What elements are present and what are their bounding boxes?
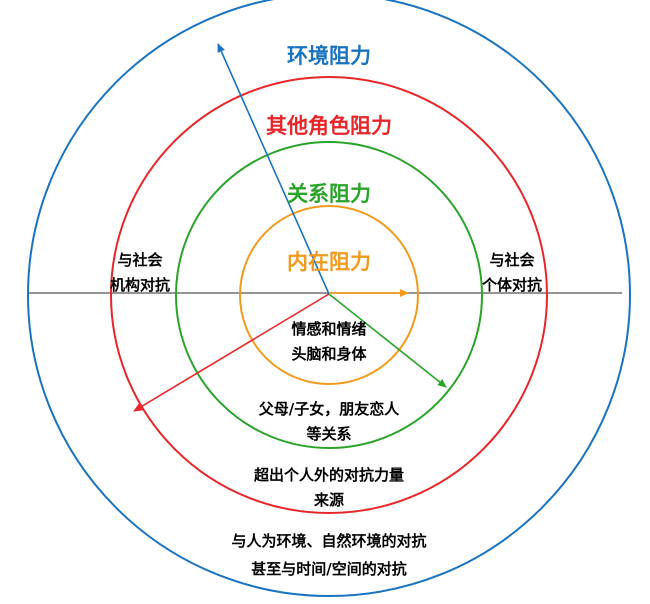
social-description-line2: 来源 [313, 491, 344, 509]
relation-description-line1: 父母/子女，朋友恋人 [258, 400, 400, 418]
right-side-line1: 与社会 [489, 251, 535, 269]
relation-ring-title: 关系阻力 [287, 182, 371, 206]
outer-ring-environment [27, 0, 631, 597]
outer-description-line1: 与人为环境、自然环境的对抗 [231, 532, 427, 550]
inner-ring-title: 内在阻力 [287, 250, 371, 274]
inner-description-line2: 头脑和身体 [291, 345, 367, 363]
outer-description-line2: 甚至与时间/空间的对抗 [251, 560, 407, 578]
outer-ring-title: 环境阻力 [287, 44, 371, 68]
radius-arrow-social [133, 293, 330, 412]
relation-description: 父母/子女，朋友恋人 等关系 [199, 397, 459, 447]
right-side-line2: 个体对抗 [481, 276, 542, 294]
radius-arrow-outer [217, 43, 330, 295]
left-side-label: 与社会 机构对抗 [80, 248, 200, 298]
relation-description-line2: 等关系 [306, 425, 352, 443]
inner-description: 情感和情绪 头脑和身体 [229, 317, 429, 367]
social-description-line1: 超出个人外的对抗力量 [253, 466, 404, 484]
social-description: 超出个人外的对抗力量 来源 [179, 463, 479, 513]
outer-description: 与人为环境、自然环境的对抗 甚至与时间/空间的对抗 [159, 527, 499, 583]
ring-relationship [175, 141, 483, 449]
right-side-label: 与社会 个体对抗 [452, 248, 572, 298]
inner-ring-internal [239, 205, 419, 385]
left-side-line2: 机构对抗 [109, 276, 170, 294]
inner-description-line1: 情感和情绪 [291, 320, 367, 338]
left-side-line1: 与社会 [117, 251, 163, 269]
radius-arrow-relation [328, 293, 447, 388]
social-ring-title: 其他角色阻力 [266, 114, 392, 138]
ring-other-roles [110, 76, 548, 514]
